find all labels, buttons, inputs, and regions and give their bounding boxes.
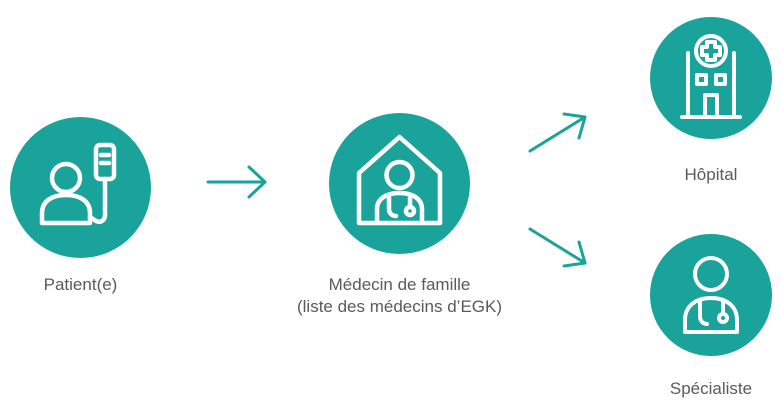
family-doctor-label-line1: Médecin de famille (328, 275, 471, 294)
specialist-node (650, 234, 772, 356)
arrow-down-right-icon (528, 227, 587, 268)
patient-node (10, 117, 151, 258)
patient-with-iv-drip-icon (39, 142, 117, 226)
arrow-up-right-icon (528, 112, 587, 153)
doctor-in-house-icon (356, 134, 443, 226)
arrow-right-icon (206, 165, 267, 199)
patient-label: Patient(e) (43, 275, 118, 294)
hospital-node (650, 17, 772, 139)
specialist-label: Spécialiste (669, 379, 753, 398)
hospital-label: Hôpital (684, 165, 738, 184)
family-doctor-label-line2: (liste des médecins d’EGK) (296, 297, 503, 316)
family-doctor-node (329, 113, 470, 254)
doctor-with-stethoscope-icon (683, 256, 739, 334)
hospital-building-icon (680, 34, 742, 119)
